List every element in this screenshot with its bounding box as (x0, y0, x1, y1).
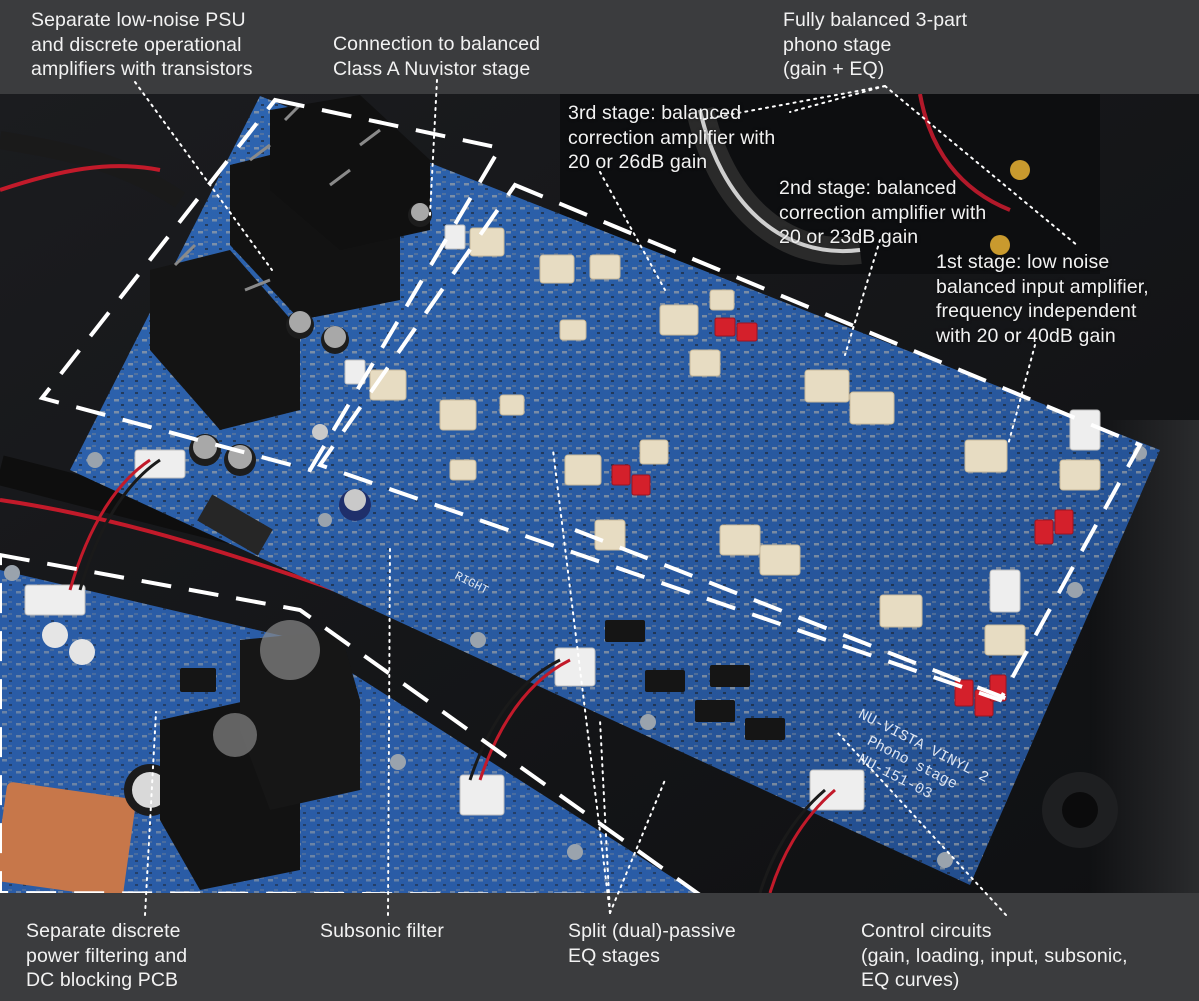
caption-psu: Separate low-noise PSU and discrete oper… (31, 9, 253, 80)
top-caption-bar (0, 0, 1199, 94)
film-capacitors (369, 227, 1101, 656)
ribbon-cable (197, 494, 273, 556)
caption-stage1: 1st stage: low noise balanced input ampl… (936, 251, 1149, 347)
psu-region-outline (38, 97, 504, 473)
caption-stage3: 3rd stage: balanced correction amplifier… (568, 102, 776, 173)
caption-nuvistor: Connection to balanced Class A Nuvistor … (333, 33, 541, 80)
red-film-capacitors (611, 317, 1074, 717)
caption-power-filter: Separate discrete power filtering and DC… (26, 920, 188, 991)
rca-socket (1010, 160, 1030, 180)
caption-stage2: 2nd stage: balanced correction amplifier… (779, 177, 987, 248)
caption-subsonic: Subsonic filter (320, 920, 444, 942)
control-region-outline (574, 528, 1011, 702)
pcb-photo: NU-VISTA VINYL 2 Phono stage NU-151-03 R… (0, 94, 1199, 893)
electrolytic-capacitors (189, 203, 432, 521)
highlight-regions (0, 97, 1143, 893)
caption-split-eq: Split (dual)-passive EQ stages (568, 920, 736, 967)
caption-control: Control circuits (gain, loading, input, … (861, 920, 1128, 991)
heatsink-lower (160, 620, 360, 890)
phono-region-outline (316, 182, 1143, 703)
pcb-photo-illustration: NU-VISTA VINYL 2 Phono stage NU-151-03 R… (0, 94, 1199, 893)
capacitor (42, 622, 68, 648)
caption-phono-stage: Fully balanced 3-part phono stage (gain … (783, 9, 968, 80)
ic-chips (180, 620, 785, 740)
relay-component (0, 782, 136, 893)
capacitor (69, 639, 95, 665)
power-pcb-region-outline (0, 552, 701, 893)
